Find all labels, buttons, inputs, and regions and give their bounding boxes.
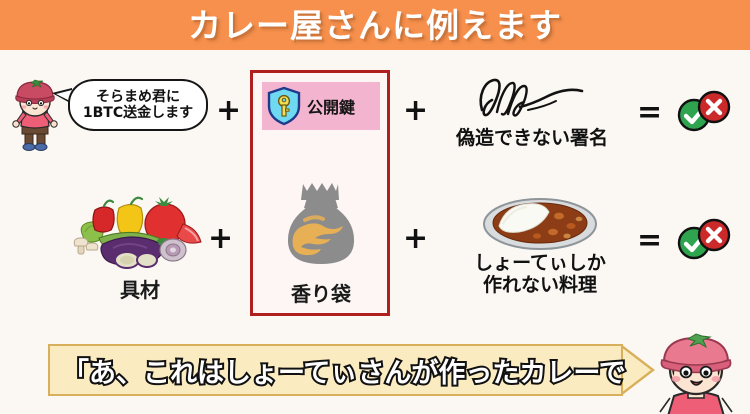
operator-equals-row2: = bbox=[637, 223, 663, 258]
operator-plus-row1-a: + bbox=[216, 93, 242, 128]
avatar-character-left bbox=[6, 72, 64, 158]
public-key-label: 公開鍵 bbox=[307, 98, 356, 117]
page-title: カレー屋さんに例えます bbox=[188, 5, 562, 45]
caption-arrow-fill bbox=[621, 347, 651, 393]
ingredients-block: 具材 bbox=[60, 188, 220, 302]
operator-equals-row1: = bbox=[637, 95, 663, 130]
spice-pouch-label: 香り袋 bbox=[291, 282, 351, 306]
ingredients-label: 具材 bbox=[120, 278, 160, 302]
spice-pouch-icon bbox=[271, 172, 371, 276]
curry-rice-icon bbox=[481, 194, 599, 252]
public-key-chip: 公開鍵 bbox=[262, 82, 380, 130]
header-bar: カレー屋さんに例えます bbox=[0, 0, 750, 50]
dish-label-line-2: 作れない料理 bbox=[482, 274, 597, 297]
speech-bubble-line-2: 1BTC送金します bbox=[82, 105, 194, 121]
caption-bubble: 「あ、これはしょーてぃさんが作ったカレーで bbox=[48, 344, 655, 396]
result-badge-row1 bbox=[672, 90, 734, 132]
caption-text: 「あ、これはしょーてぃさんが作ったカレーで bbox=[60, 356, 628, 391]
dish-block: しょーてぃしか 作れない料理 bbox=[440, 194, 640, 306]
spice-pouch-block: 香り袋 bbox=[262, 172, 380, 306]
handwritten-signature-icon bbox=[442, 74, 622, 122]
signature-block: 偽造できない署名 bbox=[432, 74, 632, 149]
operator-plus-row1-b: + bbox=[403, 93, 429, 128]
speech-bubble-top: そらまめ君に 1BTC送金します bbox=[68, 79, 208, 131]
caption-bubble-body: 「あ、これはしょーてぃさんが作ったカレーで bbox=[48, 344, 628, 396]
vegetables-icon bbox=[65, 188, 215, 272]
speech-bubble-line-1: そらまめ君に bbox=[96, 88, 180, 105]
operator-plus-row2-a: + bbox=[208, 221, 234, 256]
avatar-character-right bbox=[648, 326, 744, 414]
signature-label: 偽造できない署名 bbox=[455, 127, 608, 149]
operator-plus-row2-b: + bbox=[403, 221, 429, 256]
shield-key-icon bbox=[266, 86, 302, 126]
result-badge-row2 bbox=[672, 218, 734, 260]
dish-label-line-1: しょーてぃしか bbox=[474, 252, 606, 274]
